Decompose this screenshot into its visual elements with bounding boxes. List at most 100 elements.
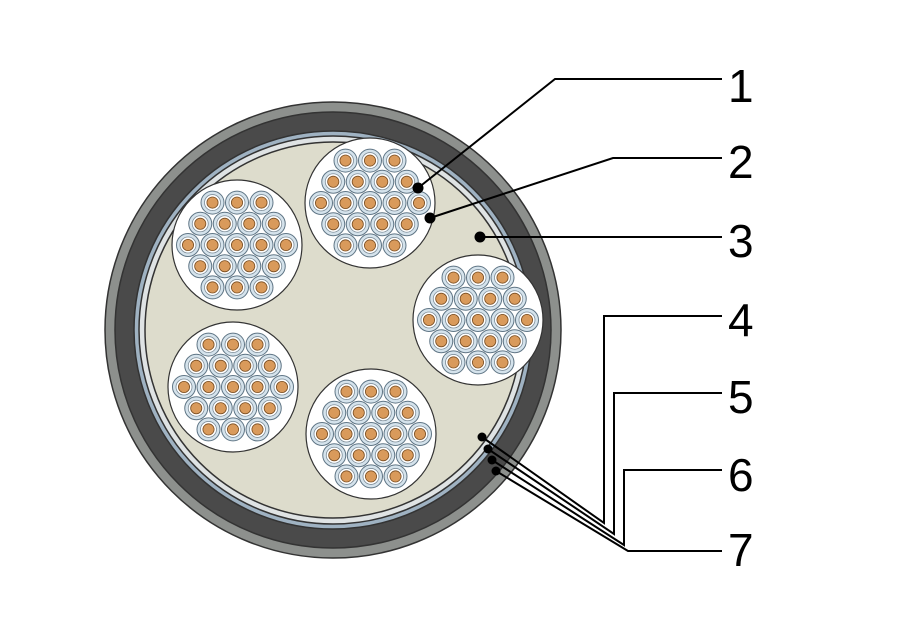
copper-conductor xyxy=(194,260,207,273)
copper-conductor xyxy=(255,238,268,251)
copper-conductor xyxy=(214,359,227,372)
conductor-bundle-4 xyxy=(167,321,299,453)
copper-conductor xyxy=(206,281,219,294)
copper-conductor xyxy=(263,359,276,372)
copper-conductor xyxy=(214,402,227,415)
copper-conductor xyxy=(327,218,340,231)
callout-leaders xyxy=(412,78,722,552)
leader-dot xyxy=(412,182,424,194)
copper-conductor xyxy=(377,406,390,419)
callout-label-7: 7 xyxy=(728,524,754,576)
conductor-bundle-5 xyxy=(171,179,303,311)
leader-dot xyxy=(487,455,497,465)
copper-conductor xyxy=(226,380,239,393)
copper-conductor xyxy=(508,335,521,348)
copper-conductor xyxy=(239,359,252,372)
callout-leader-7 xyxy=(491,466,722,552)
copper-conductor xyxy=(202,380,215,393)
callout-labels: 1 2 3 4 5 6 7 xyxy=(728,60,754,576)
copper-conductor xyxy=(364,427,377,440)
copper-conductor xyxy=(496,356,509,369)
copper-conductor xyxy=(339,239,352,252)
copper-conductor xyxy=(340,470,353,483)
leader-line xyxy=(429,157,722,219)
copper-conductor xyxy=(218,260,231,273)
copper-conductor xyxy=(389,470,402,483)
leader-line xyxy=(487,392,722,536)
copper-conductor xyxy=(363,239,376,252)
copper-conductor xyxy=(243,260,256,273)
copper-conductor xyxy=(471,356,484,369)
copper-conductor xyxy=(471,271,484,284)
callout-leader-6 xyxy=(487,455,722,547)
copper-conductor xyxy=(447,356,460,369)
copper-conductor xyxy=(206,196,219,209)
copper-conductor xyxy=(255,196,268,209)
callout-leader-2 xyxy=(424,157,722,224)
copper-conductor xyxy=(413,427,426,440)
copper-conductor xyxy=(388,196,401,209)
copper-conductor xyxy=(351,175,364,188)
copper-conductor xyxy=(267,217,280,230)
callout-label-5: 5 xyxy=(728,371,754,423)
callout-leader-4 xyxy=(477,315,722,525)
copper-conductor xyxy=(181,238,194,251)
conductor-bundle-2 xyxy=(412,254,544,386)
copper-conductor xyxy=(239,402,252,415)
copper-conductor xyxy=(352,449,365,462)
conductor-bundle-3 xyxy=(305,368,437,500)
copper-conductor xyxy=(275,380,288,393)
leader-line xyxy=(491,459,722,547)
copper-conductor xyxy=(230,238,243,251)
copper-conductor xyxy=(251,423,264,436)
copper-conductor xyxy=(377,449,390,462)
leader-dot xyxy=(483,444,493,454)
copper-conductor xyxy=(389,427,402,440)
copper-conductor xyxy=(376,175,389,188)
copper-conductor xyxy=(363,196,376,209)
copper-conductor xyxy=(206,238,219,251)
copper-conductor xyxy=(226,338,239,351)
copper-conductor xyxy=(279,238,292,251)
copper-conductor xyxy=(447,271,460,284)
leader-line xyxy=(417,78,722,189)
copper-conductor xyxy=(459,335,472,348)
copper-conductor xyxy=(364,385,377,398)
copper-conductor xyxy=(376,218,389,231)
copper-conductor xyxy=(230,281,243,294)
copper-conductor xyxy=(496,313,509,326)
copper-conductor xyxy=(226,423,239,436)
copper-conductor xyxy=(364,470,377,483)
copper-conductor xyxy=(251,380,264,393)
copper-conductor xyxy=(400,175,413,188)
leader-dot xyxy=(477,432,487,442)
copper-conductor xyxy=(339,196,352,209)
callout-label-1: 1 xyxy=(728,60,754,112)
copper-conductor xyxy=(255,281,268,294)
copper-conductor xyxy=(484,335,497,348)
copper-conductor xyxy=(508,292,521,305)
copper-conductor xyxy=(388,239,401,252)
copper-conductor xyxy=(435,292,448,305)
copper-conductor xyxy=(190,402,203,415)
copper-conductor xyxy=(412,196,425,209)
callout-leader-5 xyxy=(483,392,722,536)
copper-conductor xyxy=(202,423,215,436)
leader-line xyxy=(495,470,722,552)
copper-conductor xyxy=(401,406,414,419)
copper-conductor xyxy=(471,313,484,326)
copper-conductor xyxy=(447,313,460,326)
callout-label-4: 4 xyxy=(728,294,754,346)
copper-conductor xyxy=(400,218,413,231)
copper-conductor xyxy=(459,292,472,305)
callout-leader-1 xyxy=(412,78,722,194)
copper-conductor xyxy=(328,449,341,462)
conductor-bundle-1 xyxy=(304,137,436,269)
copper-conductor xyxy=(328,406,341,419)
copper-conductor xyxy=(388,154,401,167)
leader-dot xyxy=(474,231,486,243)
copper-conductor xyxy=(190,359,203,372)
copper-conductor xyxy=(339,154,352,167)
copper-conductor xyxy=(401,449,414,462)
